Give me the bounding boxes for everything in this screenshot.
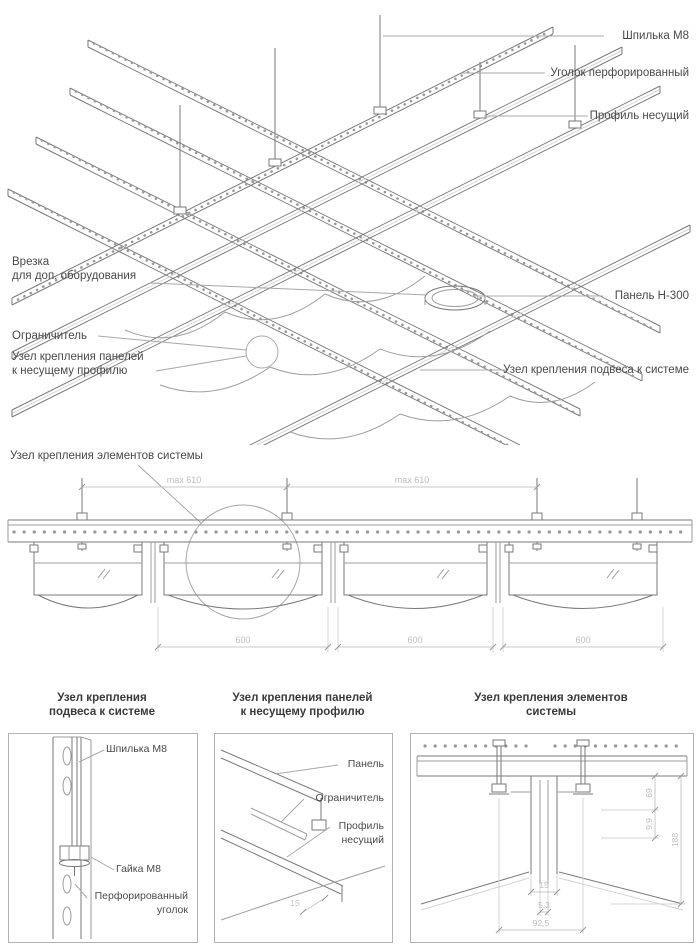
leader-lines <box>74 749 115 899</box>
label-d2-profil: Профиль несущий <box>338 820 384 846</box>
label-d2-panel: Панель <box>347 758 384 770</box>
label-profil-nesushchiy: Профиль несущий <box>589 110 689 122</box>
panel-edges <box>420 776 684 911</box>
stud-m8 <box>173 105 187 215</box>
hanger-stud <box>631 478 643 551</box>
label-uzel-paneley: Узел крепления панелей к несущему профил… <box>12 351 144 377</box>
leader-uzel-paneley <box>155 355 247 372</box>
dim-53-text: 5,3 <box>538 900 550 910</box>
stud-m8 <box>268 48 282 167</box>
leader-vrezka <box>149 282 428 296</box>
label-panel-n300: Панель Н-300 <box>614 290 689 302</box>
dim-69-text: 69 <box>644 788 654 798</box>
dim-600-text-2: 600 <box>407 635 422 645</box>
stud-m8 <box>473 62 487 119</box>
dim-188-text: 188 <box>670 833 680 847</box>
equipment-cutout-hole <box>424 285 486 311</box>
dim-600-text-1: 600 <box>235 635 250 645</box>
section-detail-circle <box>185 504 301 620</box>
hanger-stud <box>531 478 543 551</box>
perforated-angle-rails <box>7 39 661 445</box>
detail-2-title: Узел крепления панелей к несущему профил… <box>232 692 373 718</box>
detail-1-title: Узел крепления подвеса к системе <box>49 692 155 718</box>
hanger-studs <box>173 15 582 215</box>
detail-callout-circle <box>245 335 279 369</box>
limiter-clip <box>250 807 308 841</box>
perforated-angle <box>52 736 92 939</box>
leader-lines <box>97 35 604 372</box>
bolt-assembly <box>489 739 509 795</box>
leader-lines <box>274 764 339 858</box>
label-d1-ugolok: Перфорированный уголок <box>94 890 188 916</box>
detail-1-drawing <box>8 733 198 943</box>
cross-section-drawing: max 610 max 610 600 600 600 <box>7 464 693 652</box>
dim-max610-text-2: max 610 <box>395 475 430 485</box>
panel-face-curve <box>220 865 386 921</box>
bottom-dimensions: 15 5,3 92,5 <box>495 798 587 934</box>
panel-section <box>159 542 323 610</box>
stud-m8 <box>568 45 582 129</box>
label-ugolok-perforirovanny: Уголок перфорированный <box>550 67 689 79</box>
carrier-rail <box>416 755 688 777</box>
right-dimensions: 69 9,9 188 <box>601 772 685 908</box>
carrier-profile-rails <box>11 26 691 445</box>
dim-15-text: 15 <box>290 898 300 908</box>
dim-15b-text: 15 <box>539 880 549 890</box>
label-shpilka-m8: Шпилька М8 <box>622 30 689 42</box>
dim-600-text-3: 600 <box>575 635 590 645</box>
panel-joint-connectors <box>150 542 501 603</box>
dim-99-text: 9,9 <box>644 818 654 830</box>
hanger-stud <box>76 478 88 551</box>
detail-2-drawing: 15 <box>214 733 393 943</box>
dim-925-text: 92,5 <box>533 918 550 928</box>
bolt-assembly <box>573 739 593 795</box>
label-vrezka: Врезка для доп. оборудования <box>12 256 137 282</box>
ceiling-panels <box>124 275 596 440</box>
section-title-leader <box>137 464 202 524</box>
panel-edge <box>220 749 327 831</box>
stud-m8 <box>373 15 387 115</box>
section-title: Узел крепления элементов системы <box>10 450 203 462</box>
label-ogranichitel: Ограничитель <box>12 330 87 342</box>
hanger-stud <box>281 478 293 551</box>
stud-and-nut <box>59 737 90 876</box>
label-d2-ogranichitel: Ограничитель <box>315 792 384 804</box>
dimension-600: 600 600 600 <box>154 607 667 652</box>
carrier-profile <box>220 829 344 902</box>
panel-section <box>339 542 488 609</box>
dimension-max-610: max 610 max 610 <box>78 475 541 491</box>
label-uzel-podvesa: Узел крепления подвеса к системе <box>503 364 689 376</box>
label-d1-shpilka: Шпилька М8 <box>106 743 167 755</box>
detail-3-drawing: 69 9,9 188 15 5,3 92,5 <box>410 733 694 943</box>
isometric-view-drawing <box>7 15 691 445</box>
detail-3-title: Узел крепления элементов системы <box>474 692 628 718</box>
panel-section <box>29 542 143 609</box>
carrier-rail <box>7 519 693 543</box>
dimension-15: 15 <box>290 894 329 916</box>
leader-ogranichitel <box>97 335 247 351</box>
label-d1-gayka: Гайка М8 <box>116 863 161 875</box>
dim-max610-text-1: max 610 <box>167 475 202 485</box>
panel-section <box>504 542 658 609</box>
